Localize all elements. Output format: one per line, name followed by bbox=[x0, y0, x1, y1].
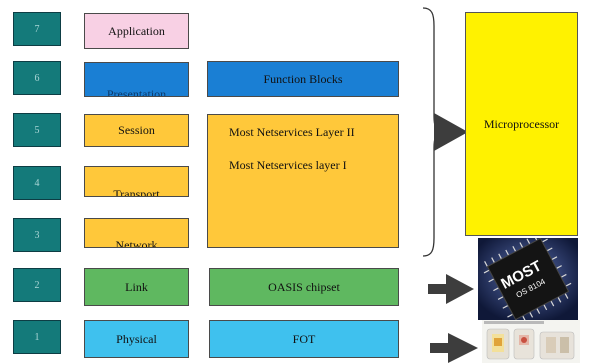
layer-number-4: 4 bbox=[13, 166, 61, 200]
oasis-chipset-box: OASIS chipset bbox=[209, 268, 399, 306]
layer-number-6: 6 bbox=[13, 61, 61, 95]
layer-number-3: 3 bbox=[13, 218, 61, 252]
osi-layer-physical: Physical bbox=[84, 320, 189, 358]
function-blocks-box: Function Blocks bbox=[207, 61, 399, 97]
most-chip-image: MOST OS 8104 bbox=[478, 238, 578, 320]
arrow-to-chip-icon bbox=[428, 274, 474, 304]
most-netservices-layer-2-label: Most Netservices Layer II bbox=[229, 125, 355, 139]
osi-layer-session: Session bbox=[84, 114, 189, 147]
osi-layer-application: Application bbox=[84, 13, 189, 49]
osi-layer-physical-label: Physical bbox=[116, 331, 157, 346]
osi-layer-application-label: Application bbox=[108, 23, 165, 38]
osi-layer-session-label: Session bbox=[118, 123, 155, 137]
osi-layer-link-label: Link bbox=[125, 279, 148, 294]
fot-label: FOT bbox=[292, 331, 316, 346]
osi-layer-transport: Transport bbox=[84, 166, 189, 197]
arrow-to-fot-photo-icon bbox=[430, 333, 478, 363]
most-netservices-box: Most Netservices Layer II Most Netservic… bbox=[207, 114, 399, 248]
layer-number-5: 5 bbox=[13, 113, 61, 147]
fot-photo-image bbox=[482, 320, 580, 363]
layer-number-7: 7 bbox=[13, 12, 61, 46]
layer-number-2: 2 bbox=[13, 268, 61, 302]
osi-layer-transport-label: Transport bbox=[113, 187, 160, 197]
fot-box: FOT bbox=[209, 320, 399, 358]
osi-layer-link: Link bbox=[84, 268, 189, 306]
osi-layer-presentation-label: Presentation bbox=[106, 87, 167, 97]
most-netservices-layer-1-label: Most Netservices layer I bbox=[229, 158, 347, 172]
osi-layer-network: Network bbox=[84, 218, 189, 248]
layer-number-1: 1 bbox=[13, 320, 61, 354]
function-blocks-label: Function Blocks bbox=[263, 71, 343, 86]
osi-layer-presentation: Presentation bbox=[84, 62, 189, 97]
microprocessor-label: Microprocessor bbox=[483, 116, 560, 131]
osi-layer-network-label: Network bbox=[115, 238, 158, 248]
oasis-chipset-label: OASIS chipset bbox=[268, 279, 340, 294]
arrow-to-microprocessor-icon bbox=[434, 113, 468, 151]
microprocessor-box: Microprocessor bbox=[465, 12, 578, 236]
